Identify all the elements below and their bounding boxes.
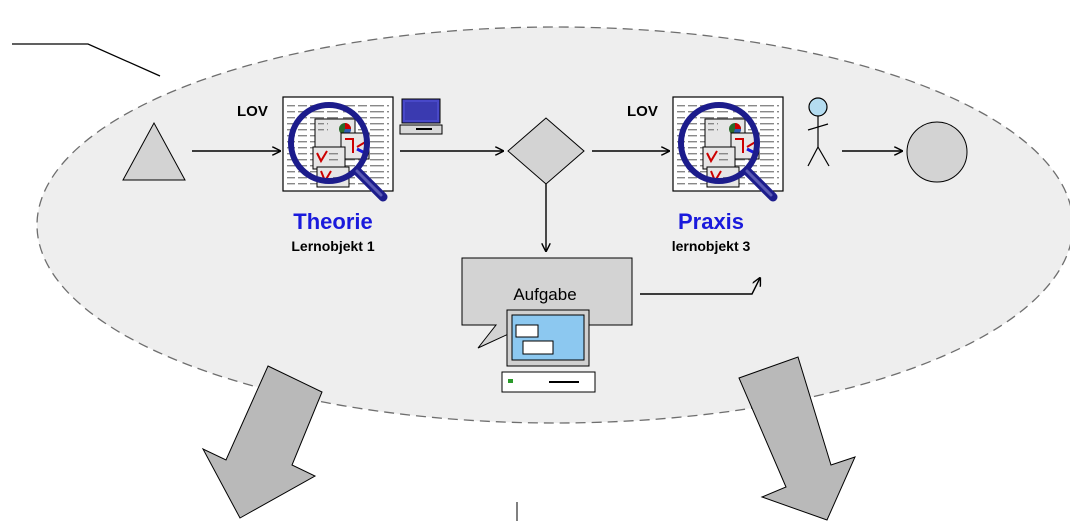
leader-line [12,43,161,77]
task-label: Aufgabe [513,285,576,304]
right-lov-label: LOV [627,103,658,120]
magnifier-document-icon [283,97,393,197]
theory-subtitle: Lernobjekt 1 [291,238,374,254]
person-icon [807,97,830,167]
computer-icon [501,309,596,393]
decision-diamond-icon [507,117,585,185]
arrow-task-to-practice [640,278,760,295]
left-lov-label: LOV [237,103,268,120]
big-down-arrow-icon [738,356,856,521]
practice-subtitle: lernobjekt 3 [672,238,751,254]
theory-title: Theorie [293,209,372,234]
big-down-arrow-icon [201,365,323,519]
practice-title: Praxis [678,209,744,234]
end-circle-icon [906,121,968,183]
start-triangle-icon [122,121,186,181]
computer-icon [399,98,443,135]
magnifier-document-icon [673,97,783,197]
speech-bubble-icon [461,257,633,349]
